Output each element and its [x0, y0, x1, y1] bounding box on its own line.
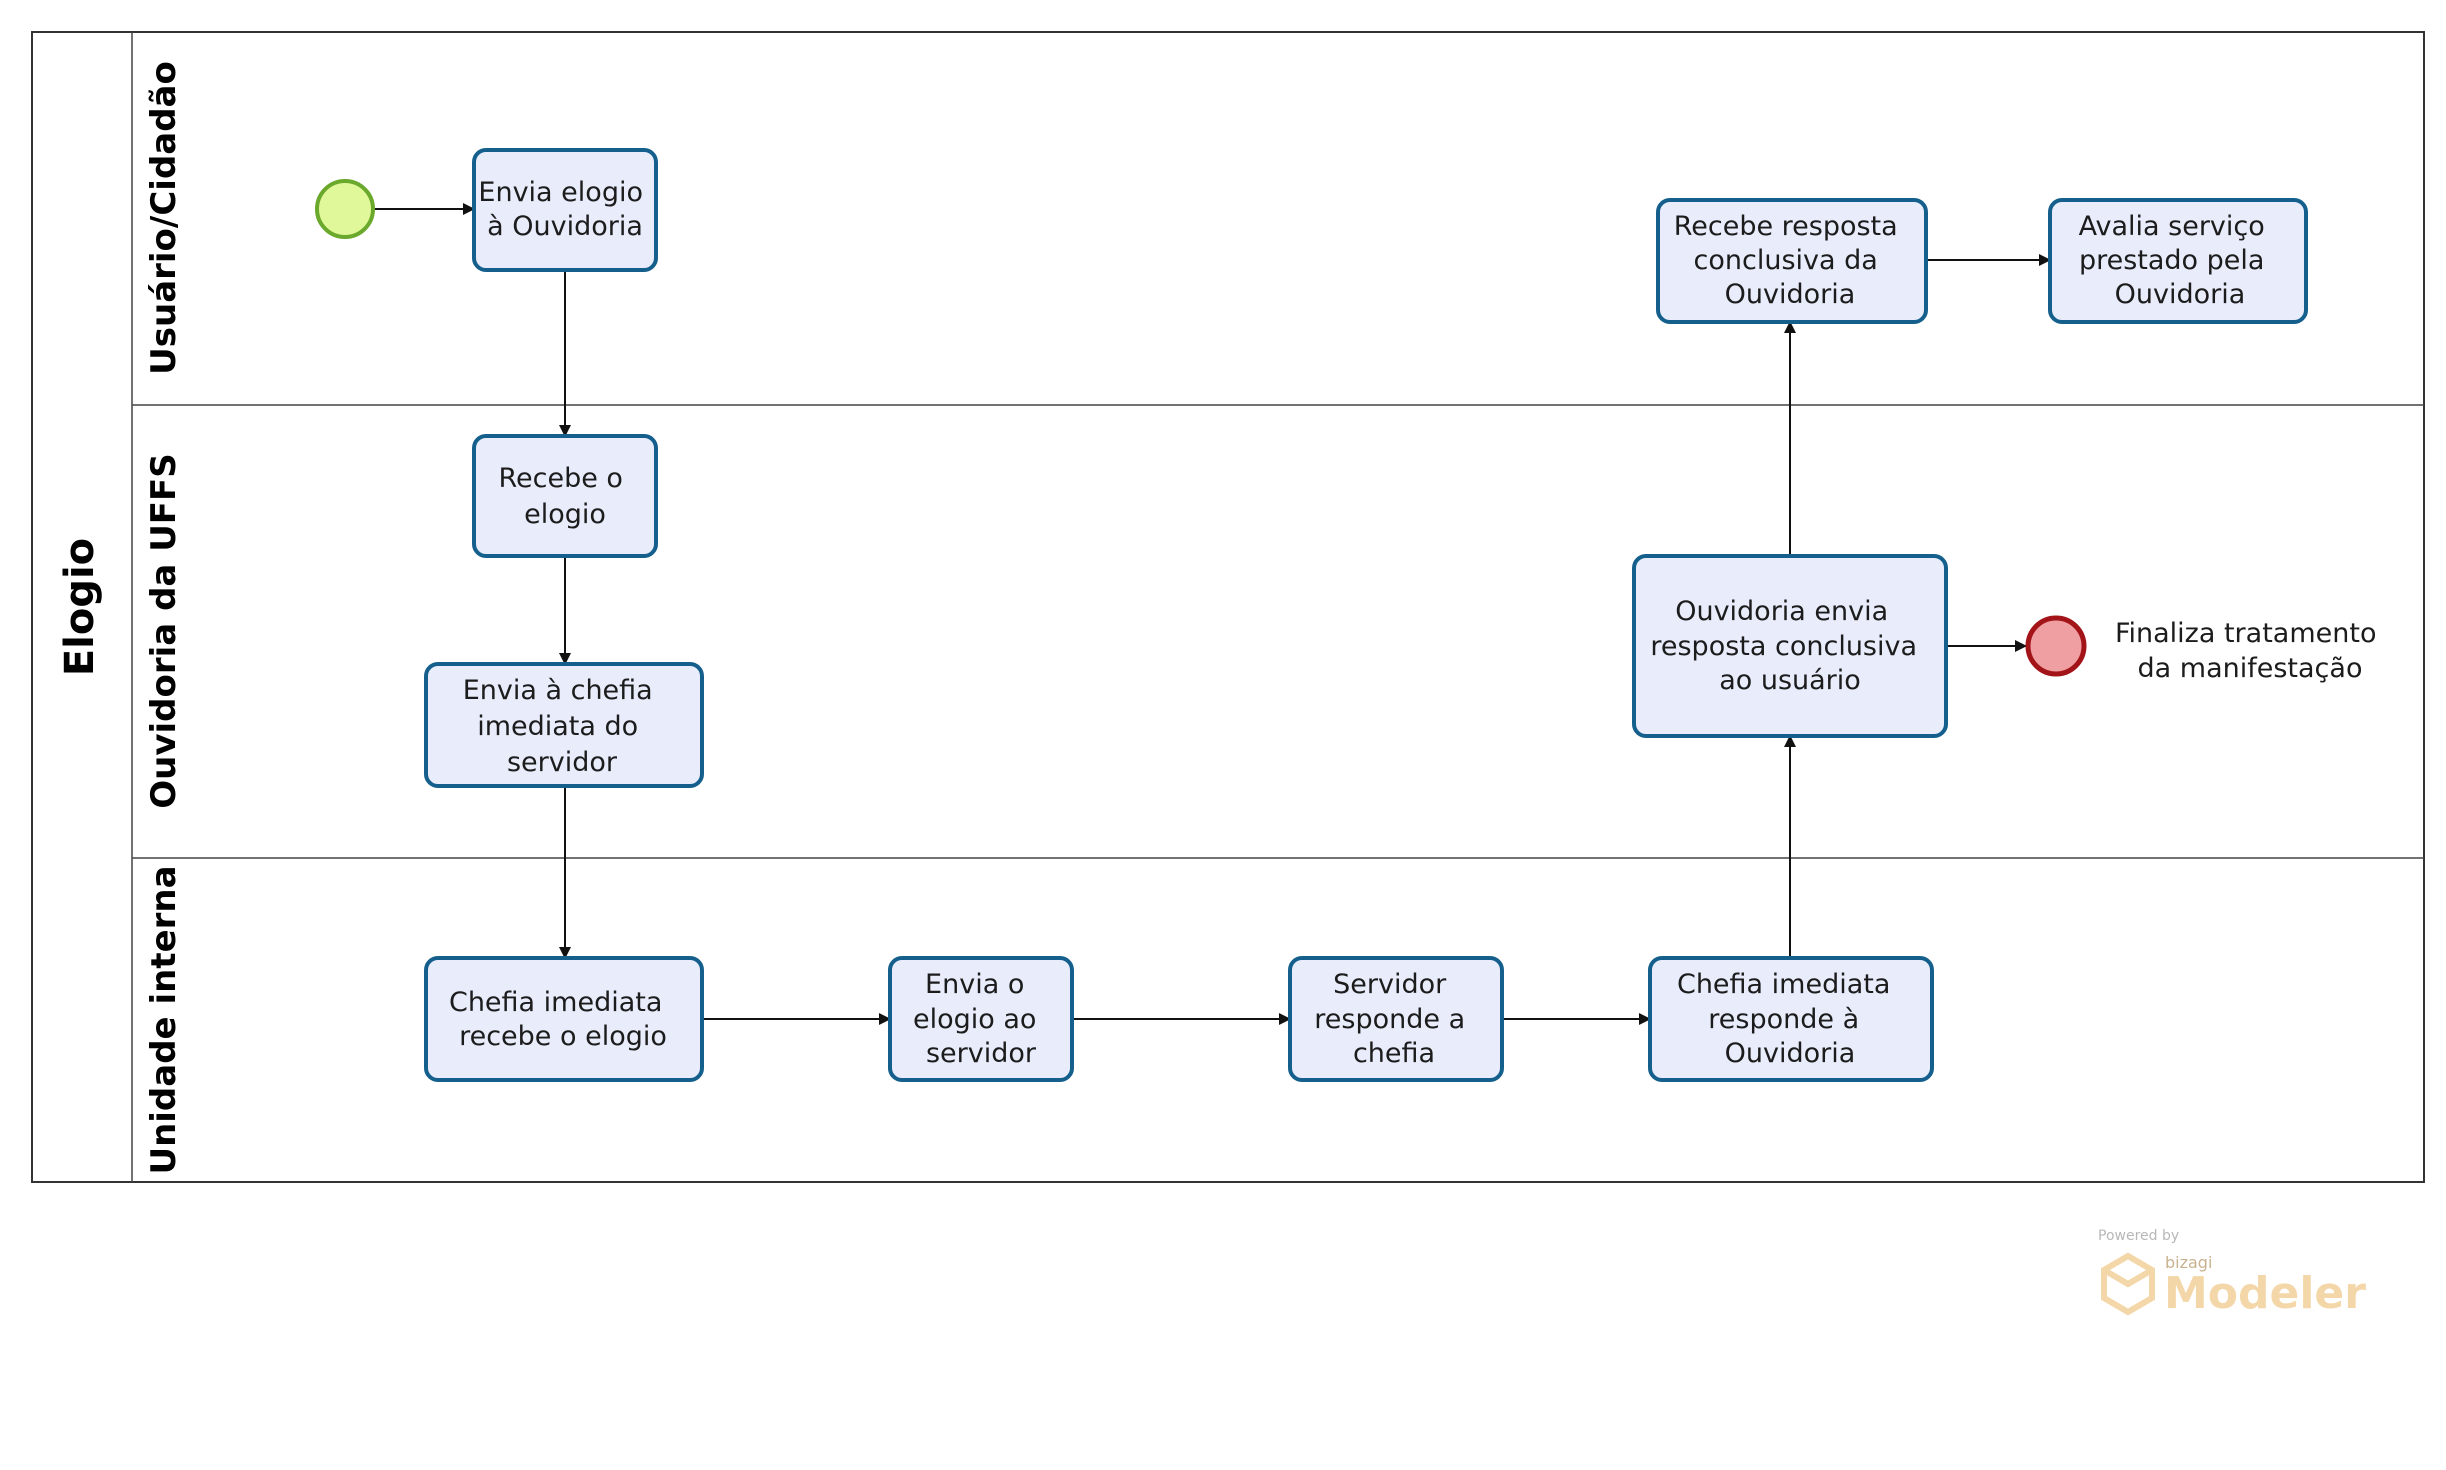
watermark-brand: bizagi	[2165, 1253, 2212, 1272]
task-box[interactable]	[888, 956, 1074, 1082]
task-chefia-responde[interactable]: Chefia imediata responde à Ouvidoria	[1648, 956, 1934, 1082]
task-envia-servidor[interactable]: Envia o elogio ao servidor	[888, 956, 1074, 1082]
task-label-line: chefia	[1353, 1038, 1435, 1069]
start-event[interactable]	[315, 179, 375, 239]
task-label: Chefia imediata responde à Ouvidoria	[1677, 969, 1899, 1069]
task-label-line: Envia elogio	[478, 177, 643, 208]
task-label: Servidor responde a chefia	[1314, 969, 1473, 1069]
bizagi-watermark: Powered by bizagi Modeler	[2098, 1228, 2366, 1319]
task-label-line: elogio	[524, 499, 606, 530]
task-label: Envia elogio à Ouvidoria	[478, 177, 651, 242]
task-label-line: Ouvidoria envia	[1675, 596, 1888, 627]
task-label: Envia à chefia imediata do servidor	[463, 675, 662, 778]
task-box[interactable]	[2048, 198, 2308, 324]
task-label-line: Ouvidoria	[2115, 279, 2246, 310]
task-envia-elogio[interactable]: Envia elogio à Ouvidoria	[472, 148, 658, 272]
task-envia-chefia[interactable]: Envia à chefia imediata do servidor	[424, 662, 704, 788]
task-label: Ouvidoria envia resposta conclusiva ao u…	[1650, 596, 1925, 696]
task-label-line: Ouvidoria	[1725, 1038, 1856, 1069]
task-label-line: Servidor	[1333, 969, 1447, 1000]
task-label-line: imediata do	[477, 711, 638, 742]
bizagi-logo-icon-detail	[2102, 1267, 2154, 1288]
task-label-line: Ouvidoria	[1725, 279, 1856, 310]
lane-title-usuario: Usuário/Cidadão	[144, 61, 184, 375]
sequence-flows	[375, 203, 2051, 1025]
task-label-line: à Ouvidoria	[487, 211, 643, 242]
task-box[interactable]	[424, 662, 704, 788]
task-label-line: resposta conclusiva	[1650, 631, 1917, 662]
task-label: Envia o elogio ao servidor	[913, 969, 1045, 1069]
task-label-line: elogio ao	[913, 1004, 1036, 1035]
end-event-label-line-2: da manifestação	[2138, 653, 2363, 684]
lane-title-ouvidoria: Ouvidoria da UFFS	[144, 453, 184, 809]
watermark-product: Modeler	[2164, 1268, 2366, 1319]
task-label-line: Avalia serviço	[2079, 211, 2265, 242]
task-recebe-elogio[interactable]: Recebe o elogio	[472, 434, 658, 558]
task-label: Recebe o elogio	[498, 463, 631, 530]
end-event-label-line-1: Finaliza tratamento	[2115, 618, 2377, 649]
task-label-line: Envia à chefia	[463, 675, 653, 706]
task-box[interactable]	[472, 148, 658, 272]
task-label-line: Recebe o	[498, 463, 622, 494]
task-ouvidoria-envia[interactable]: Ouvidoria envia resposta conclusiva ao u…	[1632, 554, 1948, 738]
lane-title-unidade: Unidade interna	[144, 865, 184, 1174]
task-label: Avalia serviço prestado pela Ouvidoria	[2079, 211, 2274, 310]
end-event-label: Finaliza tratamento da manifestação	[2115, 618, 2385, 684]
task-box[interactable]	[1656, 198, 1928, 324]
task-label: Chefia imediata recebe o elogio	[449, 987, 671, 1052]
task-recebe-resposta[interactable]: Recebe resposta conclusiva da Ouvidoria	[1656, 198, 1928, 324]
task-label-line: responde à	[1708, 1004, 1859, 1035]
task-label-line: Chefia imediata	[1677, 969, 1890, 1000]
task-label-line: Envia o	[925, 969, 1024, 1000]
end-event[interactable]	[2025, 615, 2087, 677]
watermark-powered: Powered by	[2098, 1228, 2179, 1244]
task-chefia-recebe[interactable]: Chefia imediata recebe o elogio	[424, 956, 704, 1082]
task-label-line: prestado pela	[2079, 245, 2265, 276]
task-label-line: Chefia imediata	[449, 987, 662, 1018]
task-label: Recebe resposta conclusiva da Ouvidoria	[1674, 211, 1907, 310]
task-box[interactable]	[424, 956, 704, 1082]
task-label-line: responde a	[1314, 1004, 1465, 1035]
task-label-line: ao usuário	[1719, 665, 1861, 696]
task-avalia-servico[interactable]: Avalia serviço prestado pela Ouvidoria	[2048, 198, 2308, 324]
task-label-line: servidor	[507, 747, 618, 778]
task-box[interactable]	[1648, 956, 1934, 1082]
task-box[interactable]	[1632, 554, 1948, 738]
task-label-line: recebe o elogio	[459, 1021, 667, 1052]
task-label-line: Recebe resposta	[1674, 211, 1898, 242]
task-servidor-responde[interactable]: Servidor responde a chefia	[1288, 956, 1504, 1082]
task-label-line: conclusiva da	[1694, 245, 1878, 276]
pool-title: Elogio	[57, 538, 103, 676]
task-box[interactable]	[472, 434, 658, 558]
task-box[interactable]	[1288, 956, 1504, 1082]
task-label-line: servidor	[926, 1038, 1037, 1069]
